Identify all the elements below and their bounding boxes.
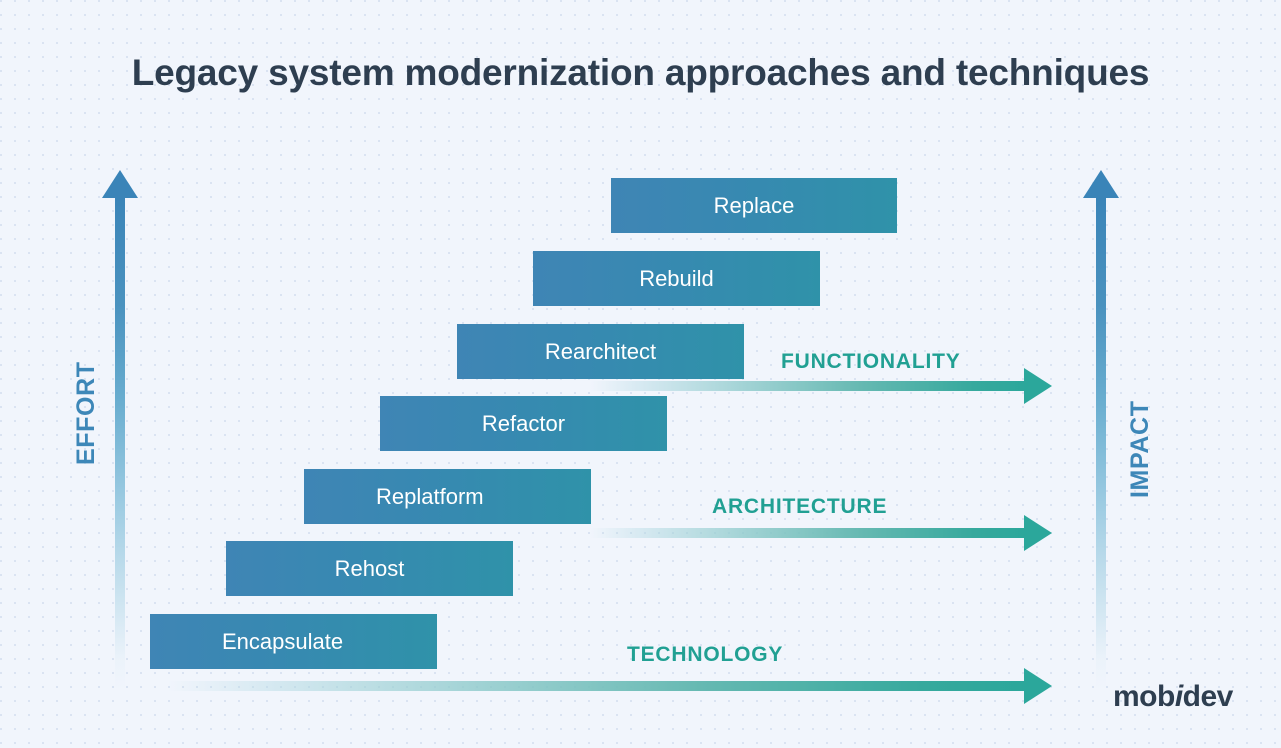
arrow-shaft (168, 681, 1026, 691)
logo-part1: mob (1113, 680, 1175, 713)
flow-label-technology: TECHNOLOGY (627, 643, 784, 666)
flow-arrow-functionality (590, 368, 1052, 404)
arrow-shaft (590, 381, 1026, 391)
impact-axis-arrow (1083, 170, 1119, 690)
flow-label-functionality: FUNCTIONALITY (781, 350, 961, 373)
bar-rebuild[interactable]: Rebuild (533, 251, 820, 306)
bar-encapsulate[interactable]: Encapsulate (150, 614, 437, 669)
bar-replatform[interactable]: Replatform (304, 469, 591, 524)
logo-italic-i: i (1174, 680, 1183, 713)
effort-axis-arrow (102, 170, 138, 690)
arrow-right-icon (1024, 368, 1052, 404)
flow-arrow-technology (168, 668, 1052, 704)
flow-arrow-architecture (590, 515, 1052, 551)
flow-label-architecture: ARCHITECTURE (712, 495, 888, 518)
arrow-right-icon (1024, 668, 1052, 704)
arrow-up-icon (1083, 170, 1119, 198)
arrow-shaft (590, 528, 1026, 538)
bar-refactor[interactable]: Refactor (380, 396, 667, 451)
arrow-up-icon (102, 170, 138, 198)
axis-shaft (115, 196, 125, 690)
arrow-right-icon (1024, 515, 1052, 551)
impact-axis-label: IMPACT (1126, 400, 1154, 498)
effort-axis-label: EFFORT (72, 361, 100, 465)
logo-part2: dev (1182, 680, 1234, 713)
bar-rehost[interactable]: Rehost (226, 541, 513, 596)
page-title: Legacy system modernization approaches a… (131, 52, 1150, 93)
axis-shaft (1096, 196, 1106, 690)
mobidev-logo: mobidev (1113, 680, 1233, 714)
bar-replace[interactable]: Replace (611, 178, 897, 233)
bar-rearchitect[interactable]: Rearchitect (457, 324, 744, 379)
